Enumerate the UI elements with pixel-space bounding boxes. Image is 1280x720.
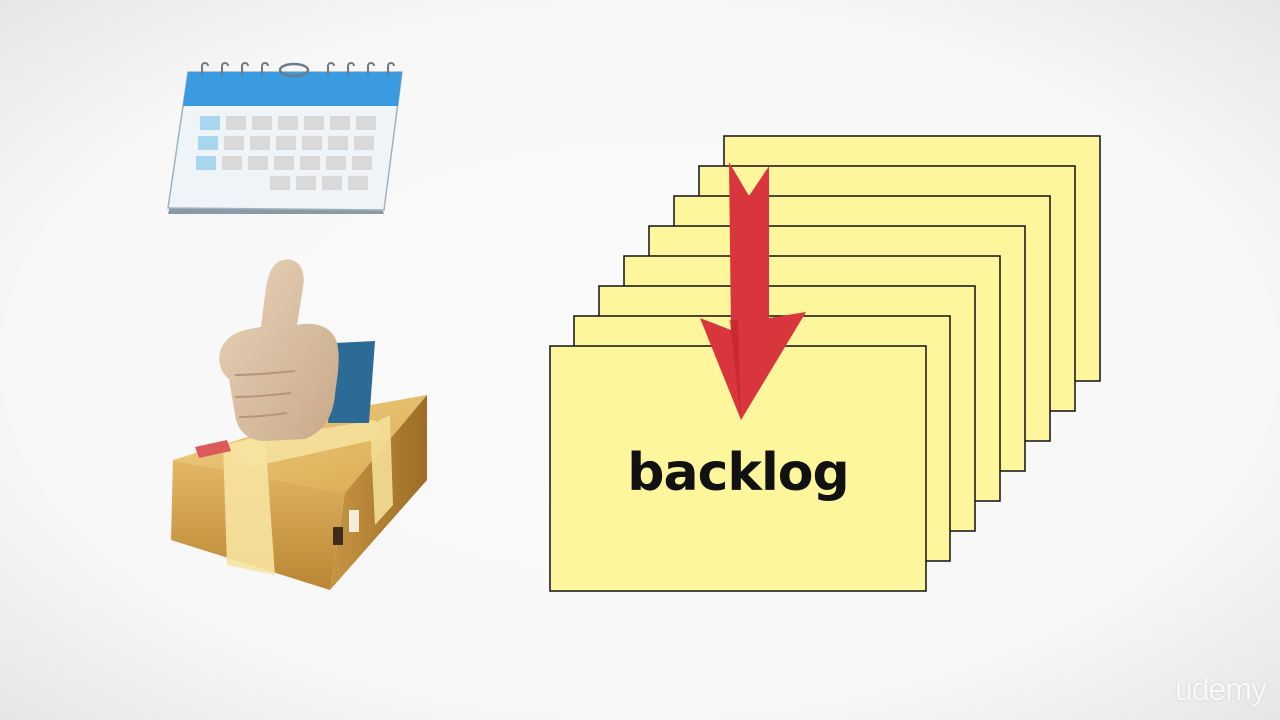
udemy-watermark: udemy xyxy=(1174,671,1267,707)
card-stack-icon xyxy=(549,135,1101,592)
down-arrow-icon xyxy=(700,162,806,420)
calendar-icon xyxy=(167,62,403,214)
thumbs-up-package-icon xyxy=(171,259,427,590)
backlog-label: backlog xyxy=(627,443,850,503)
